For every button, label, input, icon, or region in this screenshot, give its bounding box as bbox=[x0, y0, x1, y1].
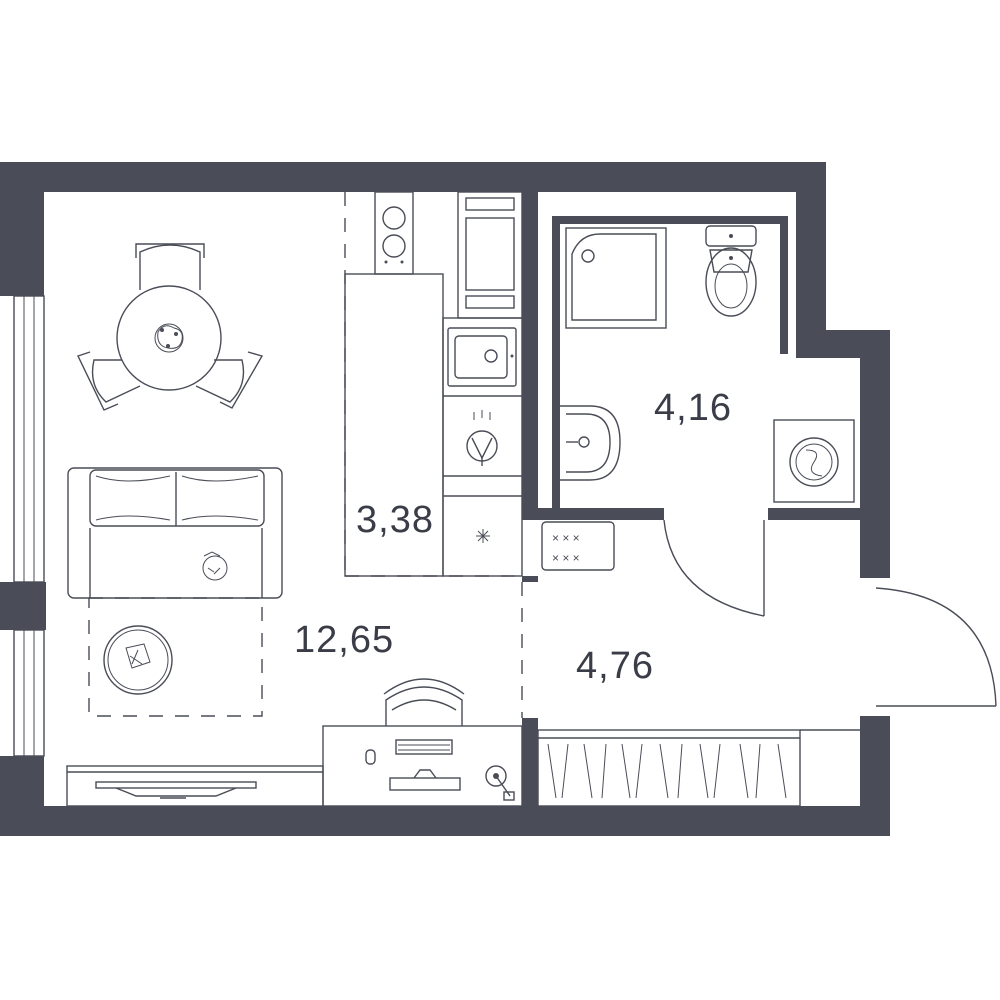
bathroom bbox=[560, 225, 855, 503]
monitor-icon bbox=[389, 769, 461, 791]
oven-icon bbox=[457, 191, 523, 319]
toilet-icon bbox=[705, 225, 757, 317]
sofa-icon bbox=[67, 467, 283, 599]
hallway: × × × × × × bbox=[537, 521, 860, 807]
fridge-icon bbox=[476, 529, 490, 543]
living-room bbox=[66, 243, 523, 807]
round-table-icon bbox=[116, 285, 222, 391]
bathroom-area-label: 4,16 bbox=[654, 387, 732, 429]
svg-text:× × ×: × × × bbox=[552, 531, 580, 545]
desk-icon bbox=[322, 725, 523, 807]
tv-stand-icon bbox=[66, 765, 324, 807]
keyboard-icon bbox=[395, 739, 453, 755]
sink-icon bbox=[447, 327, 517, 387]
hallway-area-label: 4,76 bbox=[576, 645, 654, 687]
lamp-icon bbox=[485, 765, 515, 801]
svg-text:× × ×: × × × bbox=[552, 551, 580, 565]
kitchen-area-label: 3,38 bbox=[356, 499, 434, 541]
shower-icon bbox=[565, 227, 667, 329]
window-icon bbox=[13, 295, 45, 757]
washing-machine-icon bbox=[773, 419, 855, 503]
door-icon bbox=[663, 519, 765, 617]
mouse-icon bbox=[365, 749, 376, 765]
chair-icon bbox=[135, 243, 205, 290]
walls bbox=[0, 162, 890, 836]
chair-icon bbox=[195, 351, 264, 409]
door-icon bbox=[875, 587, 997, 707]
rug-icon bbox=[88, 597, 263, 717]
wardrobe-icon bbox=[537, 729, 860, 807]
living-area-label: 12,65 bbox=[294, 619, 394, 661]
chair-icon bbox=[77, 351, 141, 411]
kitchen bbox=[344, 191, 523, 577]
office-chair-icon bbox=[383, 678, 465, 726]
stove-icon bbox=[374, 191, 414, 275]
shoe-rack-icon: × × × × × × bbox=[541, 521, 615, 571]
washbasin-icon bbox=[560, 405, 621, 481]
faucet-icon bbox=[466, 410, 498, 466]
